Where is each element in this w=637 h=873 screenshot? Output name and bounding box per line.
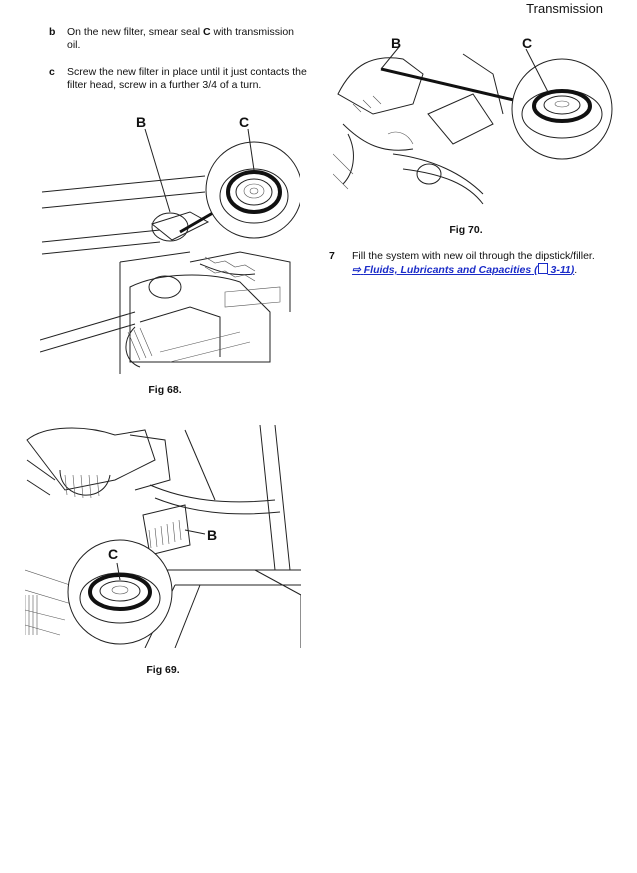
figure-69: B C [25, 420, 301, 648]
seal-label: C [202, 26, 211, 38]
figure-69-illustration: B C [25, 424, 301, 648]
figure-70-caption: Fig 70. [449, 224, 483, 236]
callout-b: B [207, 527, 217, 543]
page-section-title: Transmission [526, 1, 603, 16]
step-7: 7 Fill the system with new oil through t… [329, 250, 619, 280]
callout-c: C [522, 35, 532, 51]
step-marker: 7 [329, 250, 335, 262]
callout-c: C [108, 546, 118, 562]
cross-reference-link[interactable]: ⇨ Fluids, Lubricants and Capacities ( 3-… [352, 263, 575, 276]
figure-69-caption: Fig 69. [146, 664, 180, 676]
figure-70: B C [333, 34, 613, 214]
step-marker: c [49, 66, 55, 78]
step-marker: b [49, 26, 56, 38]
book-icon [537, 263, 548, 274]
callout-b: B [136, 114, 146, 130]
figure-68: B C [40, 112, 300, 374]
step-text: Screw the new filter in place until it j… [67, 66, 307, 91]
callout-c: C [239, 114, 249, 130]
step-text: Fill the system with new oil through the… [352, 250, 595, 276]
callout-b: B [391, 35, 401, 51]
figure-68-illustration: B C [40, 114, 300, 374]
figure-70-illustration: B C [333, 35, 613, 205]
step-c: c Screw the new filter in place until it… [49, 66, 309, 94]
figure-68-caption: Fig 68. [148, 384, 182, 396]
arrow-icon: ⇨ [352, 264, 361, 276]
step-text: On the new filter, smear seal C with tra… [67, 26, 295, 51]
step-b: b On the new filter, smear seal C with t… [49, 26, 309, 54]
